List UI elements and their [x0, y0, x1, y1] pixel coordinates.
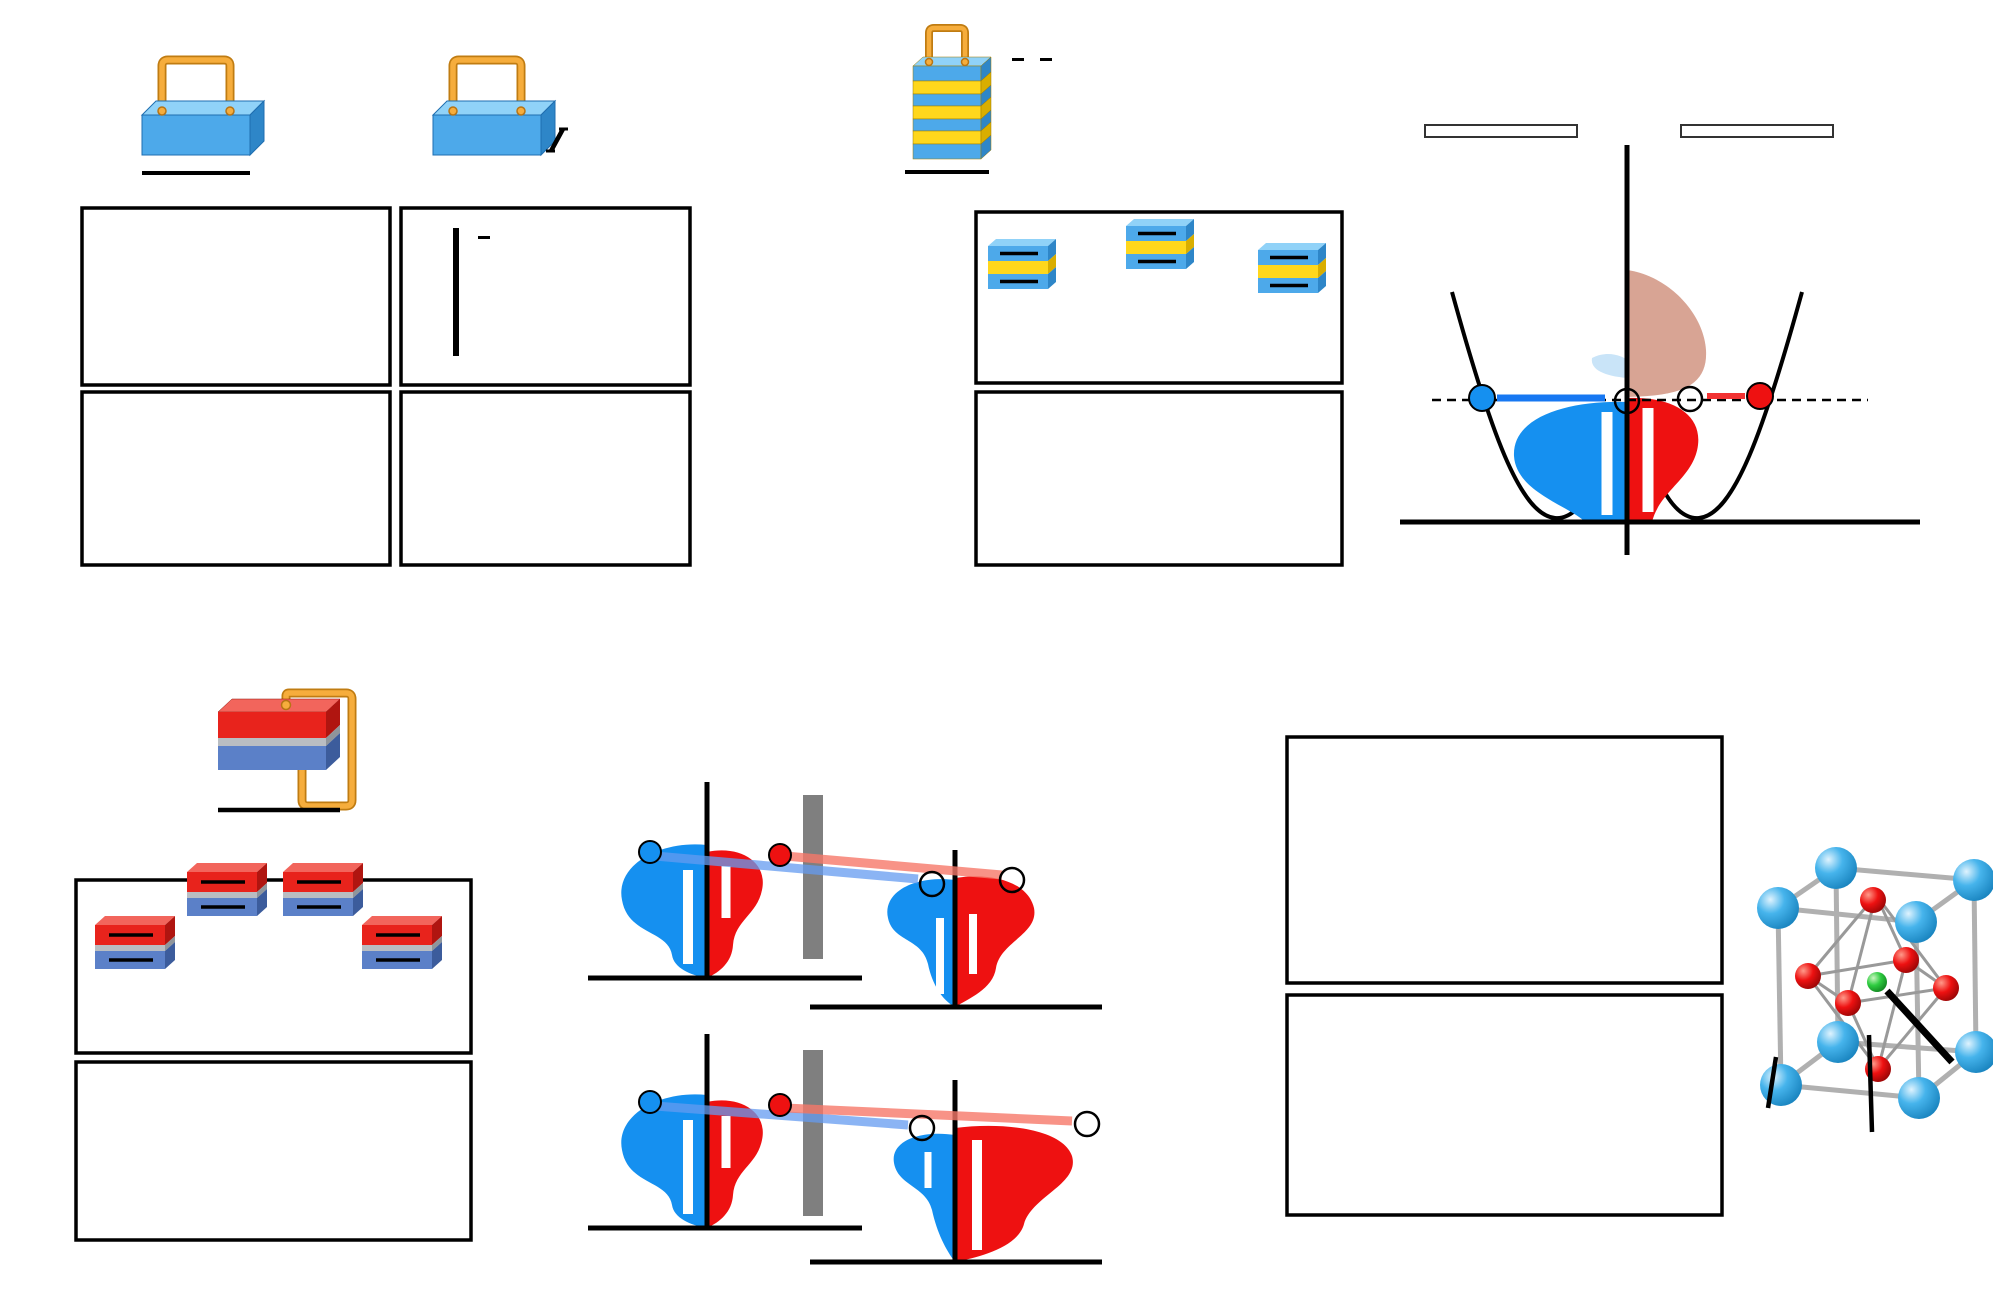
legend-line — [1572, 1017, 1616, 1022]
tmr-rho-plot — [74, 863, 473, 1055]
tunnel-barrier — [803, 1050, 823, 1216]
wire-loop-icon — [157, 55, 235, 111]
fm1-spin-down-lobe — [707, 1100, 763, 1228]
junction-antiparallel-icon — [187, 863, 267, 916]
fm1-spin-down-lobe — [707, 850, 763, 978]
gmr-ratio-formula — [1012, 56, 1052, 63]
amr-rho-perp-plot — [399, 206, 692, 387]
majority-empty-states-lobe — [1591, 354, 1627, 378]
legend-item — [1300, 770, 1358, 798]
junction-parallel-right-icon — [362, 916, 442, 969]
spin-down-electron-icon — [768, 1093, 792, 1117]
amr-rho-parallel-plot — [80, 206, 392, 387]
tmr-dos-parallel — [588, 782, 1102, 1010]
fm1-fm2-stack-icon — [217, 698, 341, 770]
spin-down-tunneling-arrow — [784, 1103, 1073, 1126]
fm1-spin-up-lobe — [621, 1094, 707, 1228]
oxygen-atom — [1795, 963, 1821, 989]
junction-parallel-left-icon — [95, 916, 175, 969]
amr-device-perp — [431, 55, 568, 157]
minority-localized-lobe — [1627, 397, 1699, 522]
legend-line — [1572, 1071, 1616, 1076]
fm2-spin-down-lobe — [955, 1125, 1073, 1262]
oxygen-atom — [1893, 947, 1919, 973]
spin-down-electron-icon — [768, 843, 792, 867]
legend-line — [1572, 1098, 1616, 1103]
cmr-magnetization-plot — [1285, 993, 1724, 1217]
empty-state-circle — [1676, 385, 1704, 413]
gmr-rho-plot — [974, 210, 1344, 385]
amr-mms-plot-right — [399, 390, 692, 567]
cmr-resistivity-plot — [1285, 735, 1724, 985]
legend-item — [1572, 1033, 1626, 1060]
empty-state-circle — [1613, 387, 1641, 415]
spin-down-tunneling-arrow — [784, 851, 1003, 880]
legend-item — [1300, 742, 1358, 770]
perovskite-structure — [1757, 847, 1993, 1133]
legend-line — [1300, 838, 1348, 843]
wire-loop-icon — [281, 688, 357, 811]
legend-line — [1572, 1044, 1616, 1049]
legend-line — [1300, 754, 1348, 759]
fm2-spin-down-lobe — [955, 876, 1035, 1007]
stack-parallel-right-icon — [1258, 243, 1326, 293]
gmr-dos-diagram — [1400, 145, 1920, 555]
fm2-spin-up-lobe — [887, 879, 955, 1007]
cmr-rho-legend — [1300, 742, 1358, 854]
legend-item — [1572, 1060, 1626, 1087]
legend-item — [1572, 1006, 1626, 1033]
stack-parallel-left-icon — [988, 239, 1056, 289]
amr-mms-plot-left — [80, 390, 392, 567]
wire-loop-icon — [448, 55, 526, 111]
cmr-mag-legend — [1572, 1006, 1626, 1114]
fm1-spin-up-lobe — [621, 844, 707, 978]
legend-line — [1300, 810, 1348, 815]
empty-state-circle — [1073, 1110, 1101, 1138]
wire-loop-icon — [925, 24, 969, 60]
multilayer-stack-icon — [912, 56, 992, 160]
amr-device-inplane — [140, 55, 266, 175]
manganese-pointer-arrow — [1884, 988, 1955, 1065]
spin-up-electron-icon — [638, 1090, 662, 1114]
amr-ratio-formula — [470, 234, 490, 241]
minority-electron-icon — [1746, 382, 1774, 410]
empty-state-circle — [908, 1114, 936, 1142]
majority-localized-lobe — [1513, 401, 1627, 522]
ferromagnet-slab-icon — [431, 99, 557, 157]
legend-item — [1572, 1087, 1626, 1114]
legend-item — [1300, 798, 1358, 826]
tmr-mms-plot — [74, 1060, 473, 1242]
spin-up-tunneling-arrow — [654, 851, 919, 884]
manganese-atom — [1867, 972, 1887, 992]
minority-empty-states-lobe — [1627, 270, 1707, 397]
oxygen-atom — [1860, 887, 1886, 913]
stack-antiparallel-icon — [1126, 219, 1194, 269]
gmr-multilayer-device — [905, 24, 992, 174]
gmr-mms-plot — [974, 390, 1344, 567]
h-perp-tick-icon — [546, 127, 568, 153]
tunnel-barrier — [803, 795, 823, 959]
majority-spin-box — [1424, 124, 1578, 138]
empty-state-circle — [918, 870, 946, 898]
tmr-junction-device — [217, 688, 357, 813]
legend-line — [1300, 782, 1348, 787]
fm2-spin-up-lobe — [893, 1133, 955, 1262]
la-sr-pointer-arrow — [1765, 1056, 1779, 1109]
majority-electron-icon — [1468, 384, 1496, 412]
tmr-dos-antiparallel — [588, 1034, 1102, 1265]
empty-state-circle — [998, 866, 1026, 894]
junction-antiparallel-mirror-icon — [283, 863, 363, 916]
minority-spin-box — [1680, 124, 1834, 138]
legend-item — [1300, 826, 1358, 854]
ferromagnet-slab-icon — [140, 99, 266, 157]
oxygen-pointer-arrow — [1866, 1034, 1875, 1133]
oxygen-atom — [1933, 975, 1959, 1001]
oxygen-atom — [1835, 990, 1861, 1016]
spin-up-electron-icon — [638, 840, 662, 864]
